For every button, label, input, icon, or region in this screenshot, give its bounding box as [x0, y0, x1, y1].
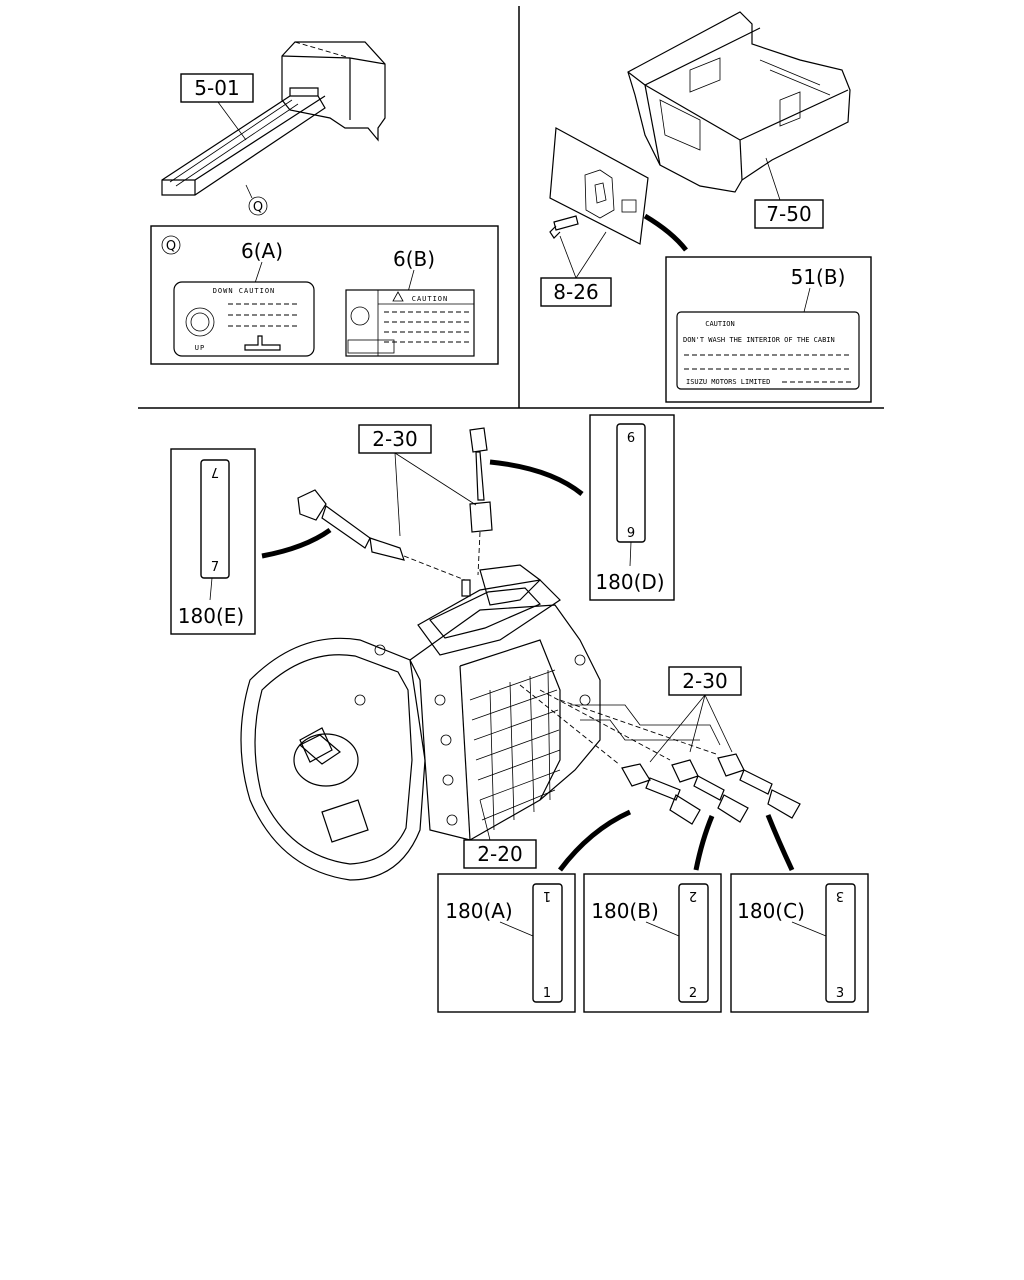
callout-box-5-01 [180, 73, 254, 103]
decal-6a-bottom: UP [195, 344, 205, 352]
tag-180c-bottom: 3 [836, 986, 844, 1001]
label-180d: 180(D) [595, 570, 664, 594]
tag-180a-top: 1 [543, 888, 551, 903]
warning-triangle-icon [392, 291, 404, 302]
tag-180c [825, 883, 856, 1003]
decal-51b: CAUTION DON'T WASH THE INTERIOR OF THE C… [676, 311, 860, 390]
seat-slide-drawing [161, 41, 386, 196]
tag-180b-bottom: 2 [689, 986, 697, 1001]
label-51b: 51(B) [791, 265, 846, 289]
decal-6a: DOWN CAUTION UP [173, 281, 315, 357]
callout-box-2-30-right [668, 666, 742, 696]
sensor-top-left [297, 489, 466, 581]
tag-180a [532, 883, 563, 1003]
callout-box-7-50 [754, 199, 824, 229]
cab-frame-drawing [549, 11, 851, 245]
tag-180e [200, 459, 230, 579]
callout-box-2-20 [463, 839, 537, 869]
decal-6b-title: CAUTION [412, 295, 449, 303]
decal-51b-footer: ISUZU MOTORS LIMITED [686, 378, 770, 386]
tag-180c-top: 3 [836, 888, 844, 903]
label-6a: 6(A) [241, 239, 283, 263]
tag-180d-top: 9 [627, 428, 635, 443]
label-180a: 180(A) [445, 899, 512, 923]
tag-180e-top: 7 [211, 464, 219, 479]
callout-2-30-right: 2-30 [682, 669, 727, 693]
callout-7-50: 7-50 [766, 202, 811, 226]
decal-51b-title: CAUTION [705, 320, 735, 328]
callout-2-30-top: 2-30 [372, 427, 417, 451]
transmission-drawing [240, 564, 601, 881]
decal-6b: CAUTION [345, 289, 475, 357]
tag-180b-top: 2 [689, 888, 697, 903]
callout-8-26: 8-26 [553, 280, 598, 304]
label-180b: 180(B) [591, 899, 659, 923]
callout-5-01: 5-01 [194, 76, 239, 100]
callout-2-20: 2-20 [477, 842, 522, 866]
detail-marker-q-letter: Q [253, 200, 263, 215]
label-180c: 180(C) [737, 899, 805, 923]
decal-6a-title: DOWN CAUTION [213, 287, 276, 295]
label-6b: 6(B) [393, 247, 435, 271]
tag-180d-bottom: 9 [627, 526, 635, 541]
tag-180a-bottom: 1 [543, 986, 551, 1001]
callout-box-8-26 [540, 277, 612, 307]
decal-51b-line1: DON'T WASH THE INTERIOR OF THE CABIN [683, 336, 835, 344]
sensor-top-center [469, 427, 493, 576]
tag-180e-bottom: 7 [211, 560, 219, 575]
label-180e: 180(E) [178, 604, 244, 628]
detail-box-q-marker: Q [166, 239, 176, 254]
callout-box-2-30-top [358, 424, 432, 454]
tag-180b [678, 883, 709, 1003]
sensor-right-group [519, 684, 801, 825]
detail-marker-q [248, 196, 268, 216]
